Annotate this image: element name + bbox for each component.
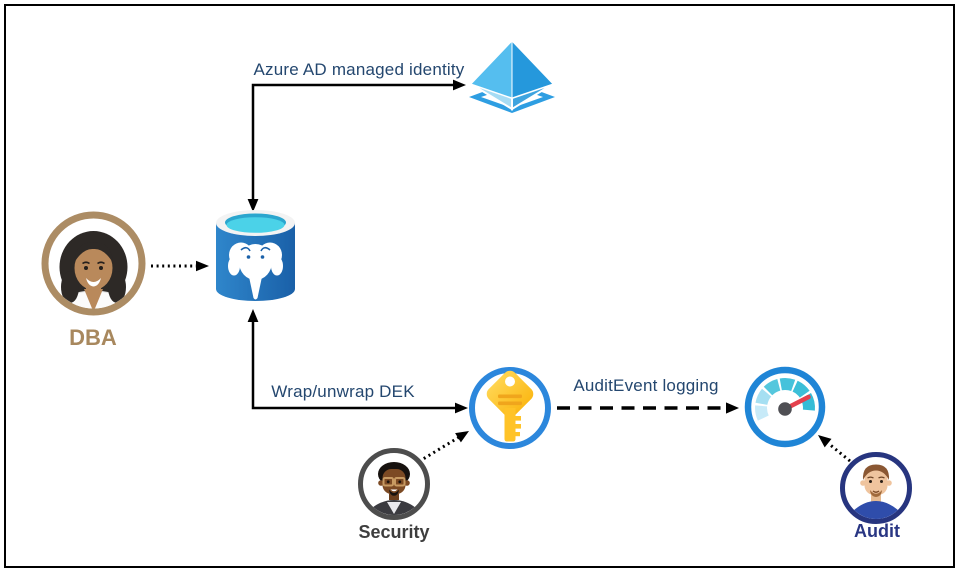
key-vault-key-icon [469, 367, 551, 449]
audit-label: Audit [854, 521, 900, 541]
audit-metrics-gauge-icon [744, 366, 826, 448]
security-avatar [358, 448, 430, 520]
azure-active-directory-icon [469, 40, 555, 113]
diagram-border [4, 4, 955, 568]
azure-postgresql-database-icon [216, 210, 295, 301]
arrow-dba-to-postgres [151, 260, 209, 272]
arrow-postgres-key [247, 309, 468, 414]
wrap-dek-flow-label: Wrap/unwrap DEK [271, 382, 415, 401]
postgres-elephant [228, 242, 283, 300]
arrow-key-to-gauge [557, 402, 739, 414]
security-label: Security [358, 522, 430, 542]
dba-label: DBA [69, 325, 117, 350]
audit-event-flow-label: AuditEvent logging [573, 376, 719, 395]
azure-ad-flow-label: Azure AD managed identity [253, 60, 465, 79]
audit-avatar [840, 452, 912, 524]
arrow-audit-to-gauge [818, 435, 851, 463]
arrow-postgres-azure-ad [247, 79, 466, 212]
arrow-security-to-key [418, 431, 469, 463]
dba-avatar [41, 211, 146, 316]
